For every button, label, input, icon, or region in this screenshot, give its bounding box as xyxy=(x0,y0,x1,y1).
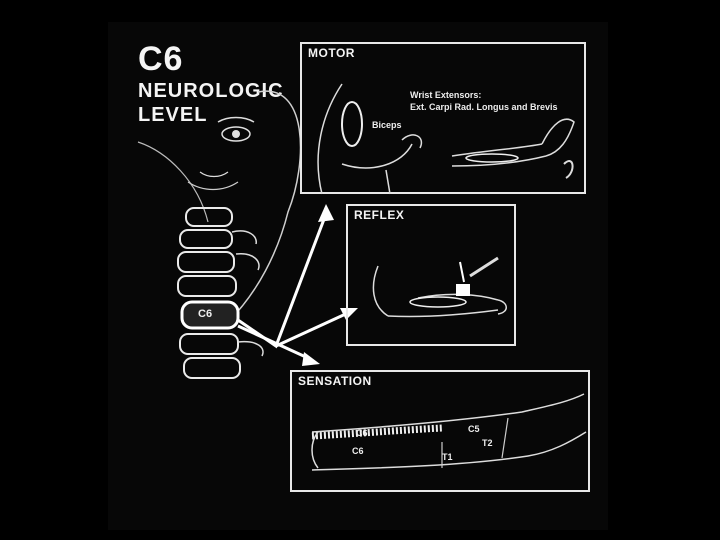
dermatome-label: C5 xyxy=(468,424,480,434)
biceps-label: Biceps xyxy=(372,120,402,130)
sensation-illustration xyxy=(292,372,592,494)
reflex-illustration xyxy=(348,206,518,348)
dermatome-label: T2 xyxy=(482,438,493,448)
motor-panel: MOTOR Biceps Wrist Extensors: Ext. Carpi… xyxy=(300,42,586,194)
diagram-canvas: C6 NEUROLOGIC LEVEL xyxy=(108,22,608,530)
wrist-extensors-label: Wrist Extensors: xyxy=(410,90,481,100)
dermatome-label: C6 xyxy=(352,446,364,456)
sensation-panel: SENSATION C6 C5 T1 T2 C6 xyxy=(290,370,590,492)
dermatome-label: T1 xyxy=(442,452,453,462)
motor-illustration xyxy=(302,44,588,196)
c6-vertebra-label: C6 xyxy=(198,308,212,320)
dermatome-label: C6 xyxy=(356,428,368,438)
wrist-extensors-detail: Ext. Carpi Rad. Longus and Brevis xyxy=(410,102,558,112)
reflex-panel: REFLEX xyxy=(346,204,516,346)
